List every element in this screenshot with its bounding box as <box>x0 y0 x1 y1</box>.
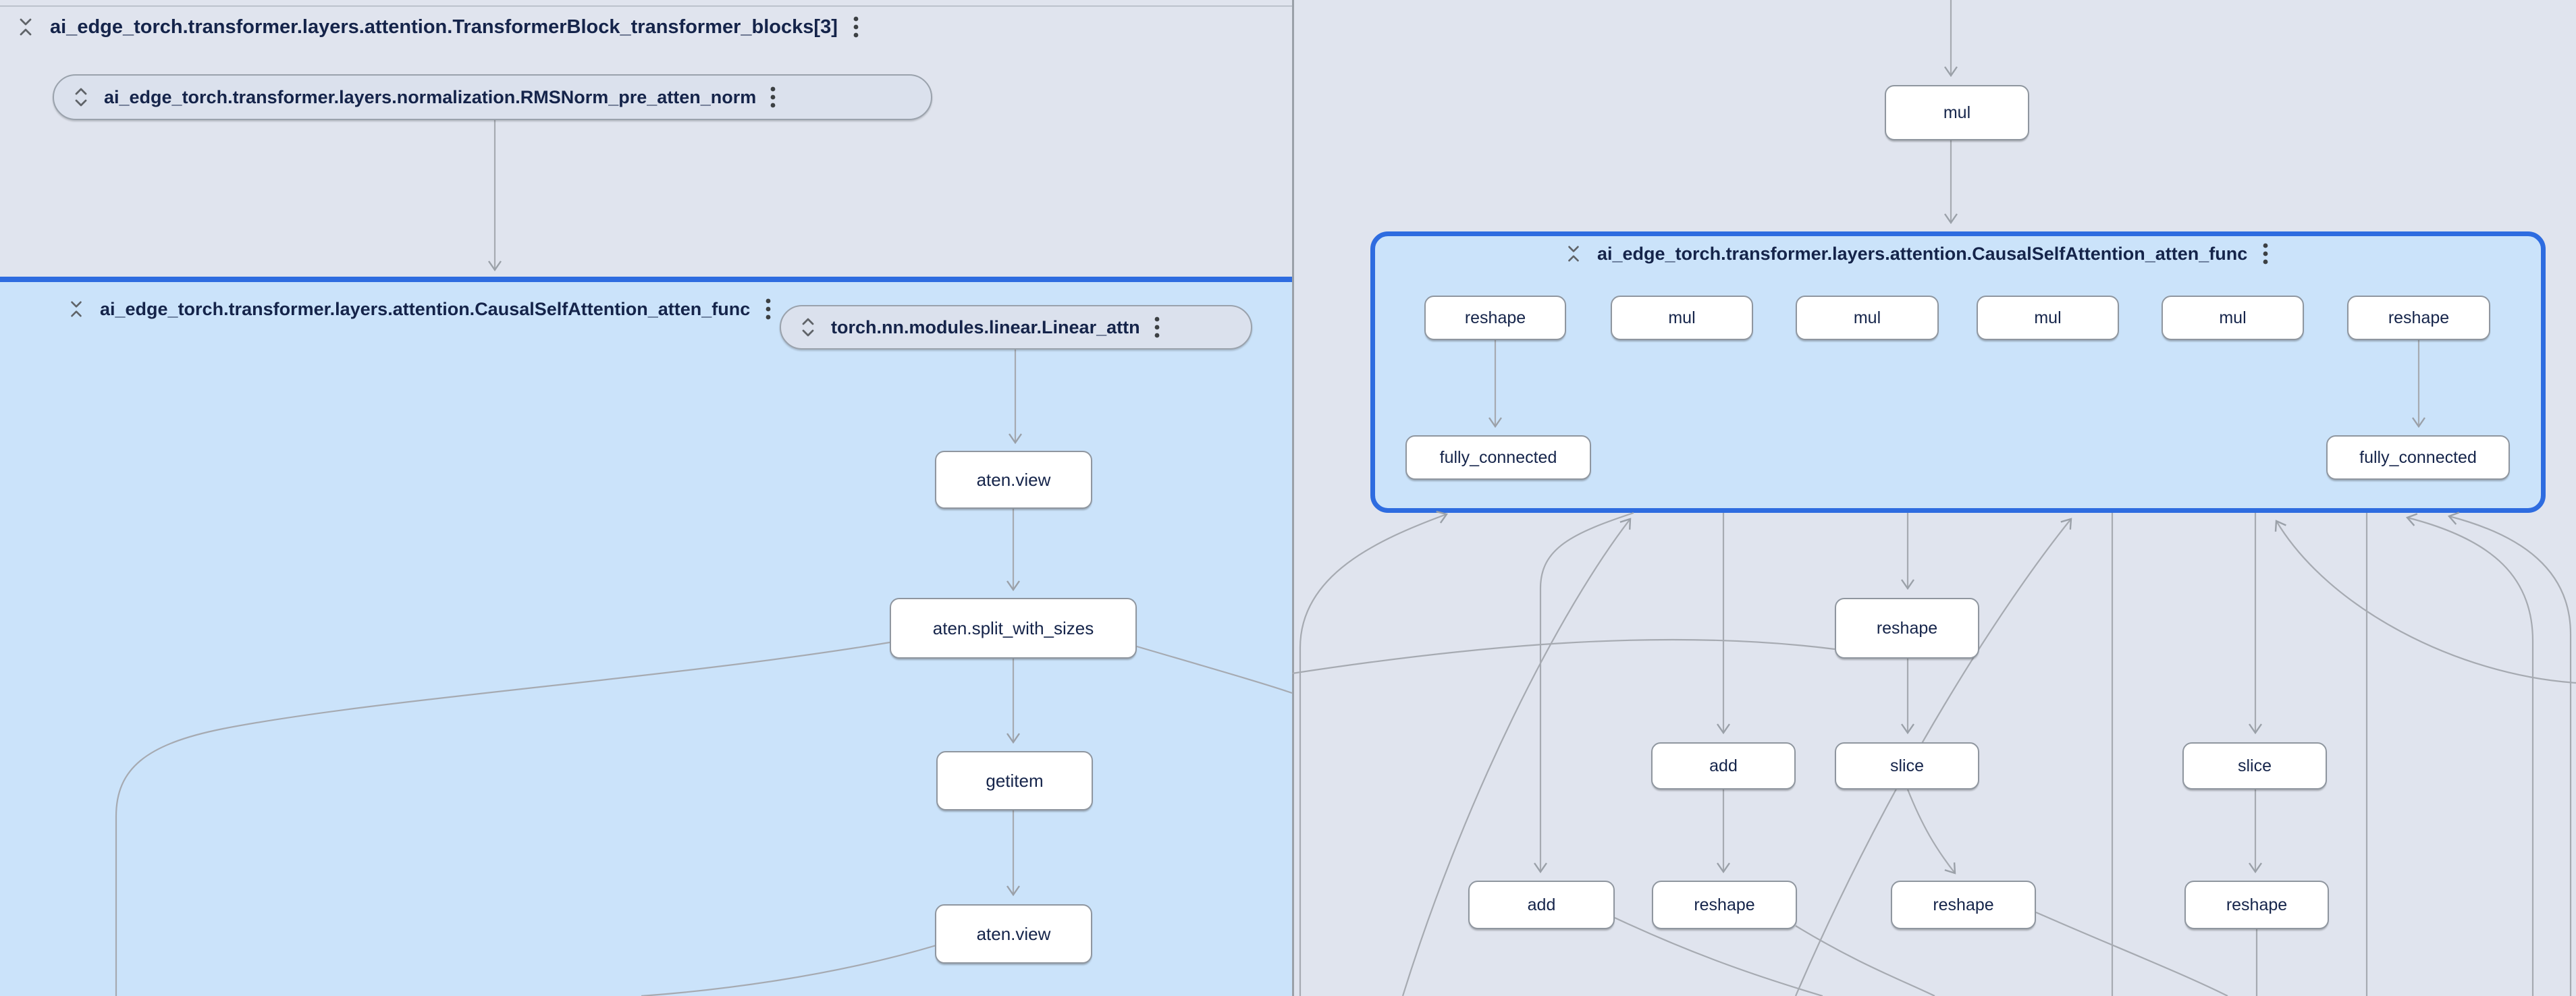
transformer-block-group-border <box>0 5 1292 7</box>
right-attention-group-title: ai_edge_torch.transformer.layers.attenti… <box>1597 243 2248 264</box>
op-node-reshape[interactable]: reshape <box>1835 598 1979 659</box>
op-node-reshape[interactable]: reshape <box>2347 296 2490 340</box>
kebab-menu-icon[interactable] <box>853 15 859 39</box>
left-attention-group-header[interactable]: ai_edge_torch.transformer.layers.attenti… <box>68 297 772 321</box>
unfold-less-icon[interactable] <box>16 16 35 38</box>
op-node-getitem[interactable]: getitem <box>936 751 1093 810</box>
kebab-menu-icon[interactable] <box>765 297 772 321</box>
rmsnorm-label: ai_edge_torch.transformer.layers.normali… <box>104 86 757 107</box>
left-attention-group-selected-border <box>0 277 1292 282</box>
op-node-reshape[interactable]: reshape <box>2184 881 2329 929</box>
pane-divider[interactable] <box>1292 0 1294 996</box>
transformer-block-title: ai_edge_torch.transformer.layers.attenti… <box>50 16 838 38</box>
unfold-less-icon[interactable] <box>1565 243 1582 265</box>
kebab-menu-icon[interactable] <box>770 85 776 109</box>
right-attention-group-header[interactable]: ai_edge_torch.transformer.layers.attenti… <box>1565 242 2269 266</box>
op-node-fully-connected[interactable]: fully_connected <box>1405 435 1591 480</box>
rmsnorm-collapsed-node[interactable]: ai_edge_torch.transformer.layers.normali… <box>53 74 932 120</box>
op-node-fully-connected[interactable]: fully_connected <box>2326 435 2510 480</box>
op-node-aten-view[interactable]: aten.view <box>935 904 1092 964</box>
linear-attn-label: torch.nn.modules.linear.Linear_attn <box>831 316 1140 337</box>
op-node-reshape[interactable]: reshape <box>1891 881 2036 929</box>
op-node-mul[interactable]: mul <box>1977 296 2119 340</box>
op-node-slice[interactable]: slice <box>1835 742 1979 790</box>
op-node-reshape[interactable]: reshape <box>1652 881 1797 929</box>
kebab-menu-icon[interactable] <box>2262 242 2269 266</box>
op-node-mul[interactable]: mul <box>2162 296 2304 340</box>
op-node-mul[interactable]: mul <box>1611 296 1753 340</box>
unfold-less-icon[interactable] <box>68 298 85 320</box>
kebab-menu-icon[interactable] <box>1154 315 1160 339</box>
op-node-aten-view[interactable]: aten.view <box>935 451 1092 509</box>
op-node-slice[interactable]: slice <box>2182 742 2327 790</box>
op-node-mul[interactable]: mul <box>1796 296 1939 340</box>
unfold-more-icon[interactable] <box>799 316 817 339</box>
unfold-more-icon[interactable] <box>72 86 90 109</box>
left-attention-group-title: ai_edge_torch.transformer.layers.attenti… <box>100 298 751 319</box>
op-node-add[interactable]: add <box>1468 881 1615 929</box>
linear-attn-collapsed-node[interactable]: torch.nn.modules.linear.Linear_attn <box>780 305 1252 350</box>
op-node-add[interactable]: add <box>1651 742 1796 790</box>
op-node-mul[interactable]: mul <box>1885 85 2029 140</box>
op-node-aten-split-with-sizes[interactable]: aten.split_with_sizes <box>890 598 1137 659</box>
op-node-reshape[interactable]: reshape <box>1424 296 1566 340</box>
transformer-block-header[interactable]: ai_edge_torch.transformer.layers.attenti… <box>16 15 859 39</box>
